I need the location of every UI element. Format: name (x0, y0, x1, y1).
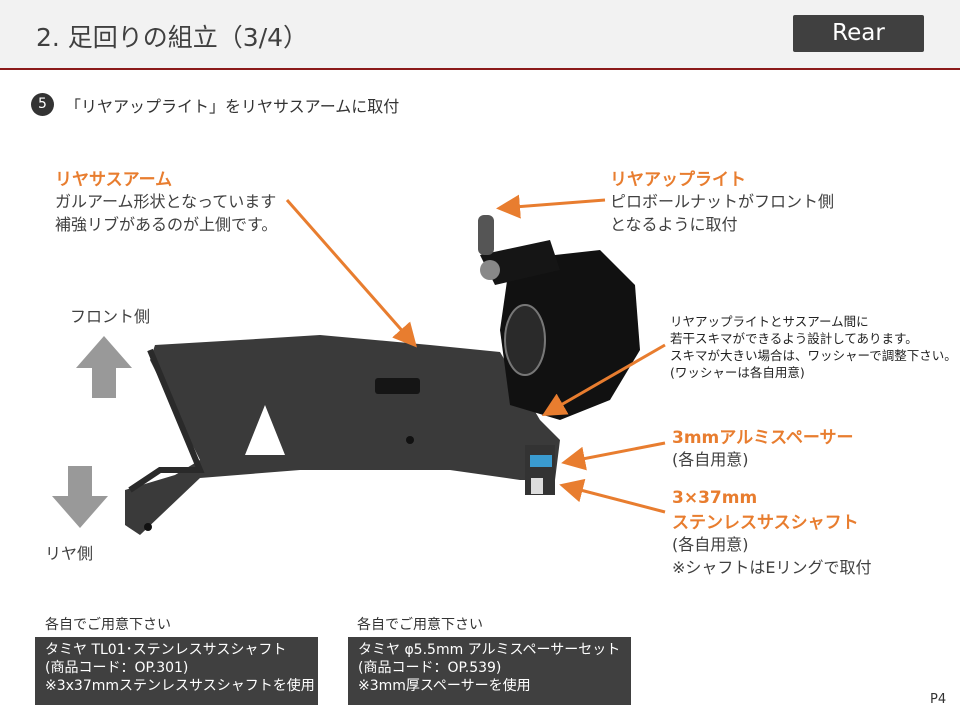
gap-note: リヤアップライトとサスアーム間に 若干スキマができるよう設計してあります。 スキ… (670, 313, 957, 381)
shaft-desc-2: ※シャフトはEリングで取付 (672, 558, 872, 577)
rear-badge: Rear (793, 15, 924, 52)
front-label: フロント側 (70, 307, 151, 326)
part-2-box: タミヤ φ5.5mm アルミスペーサーセット (商品コード：OP.539) ※3… (348, 637, 631, 705)
arm-desc-1: ガルアーム形状となっています (55, 192, 277, 211)
arm-label: リヤサスアーム ガルアーム形状となっています 補強リブがあるのが上側です。 (55, 165, 277, 236)
step-text: 「リヤアップライト」をリヤサスアームに取付 (65, 97, 400, 116)
rear-arrow-icon (52, 466, 108, 528)
shaft-label: 3×37mm ステンレスサスシャフト (各自用意) ※シャフトはEリングで取付 (672, 488, 872, 579)
upright-leader-arrow (496, 194, 606, 219)
part-1-label: 各自でご用意下さい (45, 617, 171, 633)
spacer-label: 3mmアルミスペーサー (各自用意) (672, 423, 854, 471)
part-line: タミヤ TL01･ステンレスサスシャフト (45, 642, 287, 658)
part-line: ※3mm厚スペーサーを使用 (358, 678, 531, 694)
part-line: タミヤ φ5.5mm アルミスペーサーセット (358, 642, 621, 658)
page-number: P4 (930, 692, 947, 707)
spacer-desc: (各自用意) (672, 450, 749, 469)
arm-title: リヤサスアーム (55, 170, 173, 190)
upright-desc-1: ピロボールナットがフロント側 (610, 192, 835, 211)
shaft-title-1: 3×37mm (672, 488, 758, 508)
gap-note-line: スキマが大きい場合は、ワッシャーで調整下さい。 (670, 348, 957, 363)
suspension-arm-icon (125, 335, 560, 535)
gap-note-line: (ワッシャーは各自用意) (670, 365, 805, 380)
part-2-label: 各自でご用意下さい (357, 617, 483, 633)
part-1-box: タミヤ TL01･ステンレスサスシャフト (商品コード：OP.301) ※3x3… (35, 637, 318, 705)
spacer-title: 3mmアルミスペーサー (672, 428, 854, 448)
shaft-leader-arrow (559, 478, 666, 514)
page-title: 2. 足回りの組立（3/4） (36, 23, 309, 52)
front-arrow-icon (76, 336, 132, 398)
upright-label: リヤアップライト ピロボールナットがフロント側 となるように取付 (610, 165, 834, 236)
rear-upright-icon (478, 215, 640, 495)
upright-title: リヤアップライト (610, 170, 746, 190)
spacer-leader-arrow (561, 441, 666, 471)
gap-note-line: 若干スキマができるよう設計してあります。 (670, 331, 918, 346)
rear-label: リヤ側 (45, 544, 94, 563)
step-number: 5 (31, 93, 54, 116)
arm-leader-arrow (285, 199, 417, 348)
arm-desc-2: 補強リブがあるのが上側です。 (55, 215, 278, 234)
upright-desc-2: となるように取付 (610, 215, 738, 234)
part-line: (商品コード：OP.539) (358, 660, 502, 676)
part-line: ※3x37mmステンレスサスシャフトを使用 (45, 678, 315, 694)
gap-note-line: リヤアップライトとサスアーム間に (670, 314, 869, 329)
shaft-desc-1: (各自用意) (672, 535, 749, 554)
gap-leader-arrow (541, 343, 666, 416)
part-line: (商品コード：OP.301) (45, 660, 189, 676)
shaft-title-2: ステンレスサスシャフト (672, 513, 859, 533)
